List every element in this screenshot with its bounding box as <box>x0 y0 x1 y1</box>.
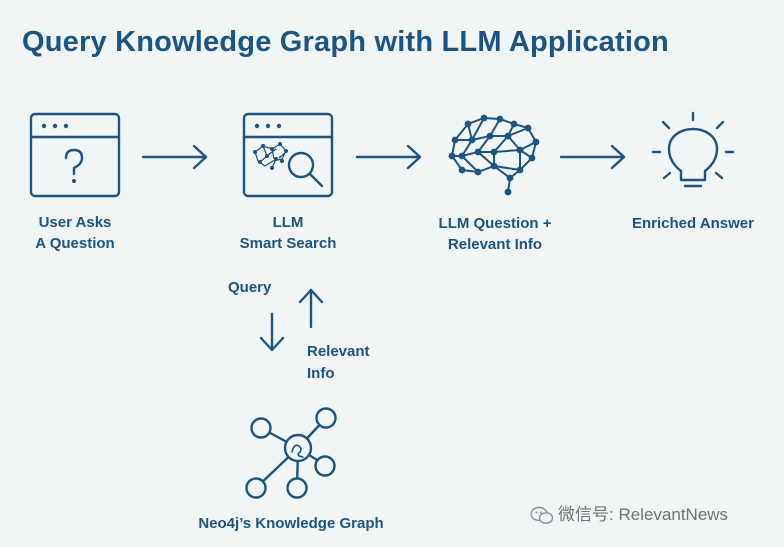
step-label-line: Smart Search <box>239 235 337 252</box>
lightbulb-icon <box>651 111 735 188</box>
step-label-line: LLM Question + <box>438 215 552 232</box>
brain-network-icon <box>448 114 540 196</box>
step-label-enriched-answer: Enriched Answer <box>623 213 763 234</box>
query-label: Query <box>228 279 272 296</box>
search-window-icon <box>242 112 334 198</box>
relevant-info-label: Relevant Info <box>307 341 370 385</box>
step-label-line: Relevant Info <box>447 236 543 253</box>
relevant-info-line: Info <box>307 365 335 382</box>
arrow-right-2 <box>355 144 422 170</box>
watermark-text: 微信号: RelevantNews <box>558 505 729 524</box>
step-label-line: A Question <box>35 235 115 252</box>
step-label-user-asks: User Asks A Question <box>15 212 135 254</box>
watermark: 微信号: RelevantNews <box>530 500 728 526</box>
step-label-llm-search: LLM Smart Search <box>228 212 348 254</box>
page-title: Query Knowledge Graph with LLM Applicati… <box>22 26 669 58</box>
arrow-right-3 <box>559 144 626 170</box>
arrow-right-1 <box>141 144 208 170</box>
arrow-up-relevant-info <box>298 288 324 329</box>
question-window-icon <box>29 112 121 198</box>
graph-hub-icon <box>245 407 337 499</box>
step-label-line: User Asks <box>38 214 112 231</box>
step-label-line: LLM <box>272 214 304 231</box>
relevant-info-line: Relevant <box>307 343 370 360</box>
arrow-down-query <box>259 312 285 352</box>
step-label-llm-question: LLM Question + Relevant Info <box>425 213 565 255</box>
wechat-icon <box>530 506 554 524</box>
knowledge-graph-label: Neo4j’s Knowledge Graph <box>198 515 384 532</box>
step-label-line: Enriched Answer <box>632 215 754 232</box>
